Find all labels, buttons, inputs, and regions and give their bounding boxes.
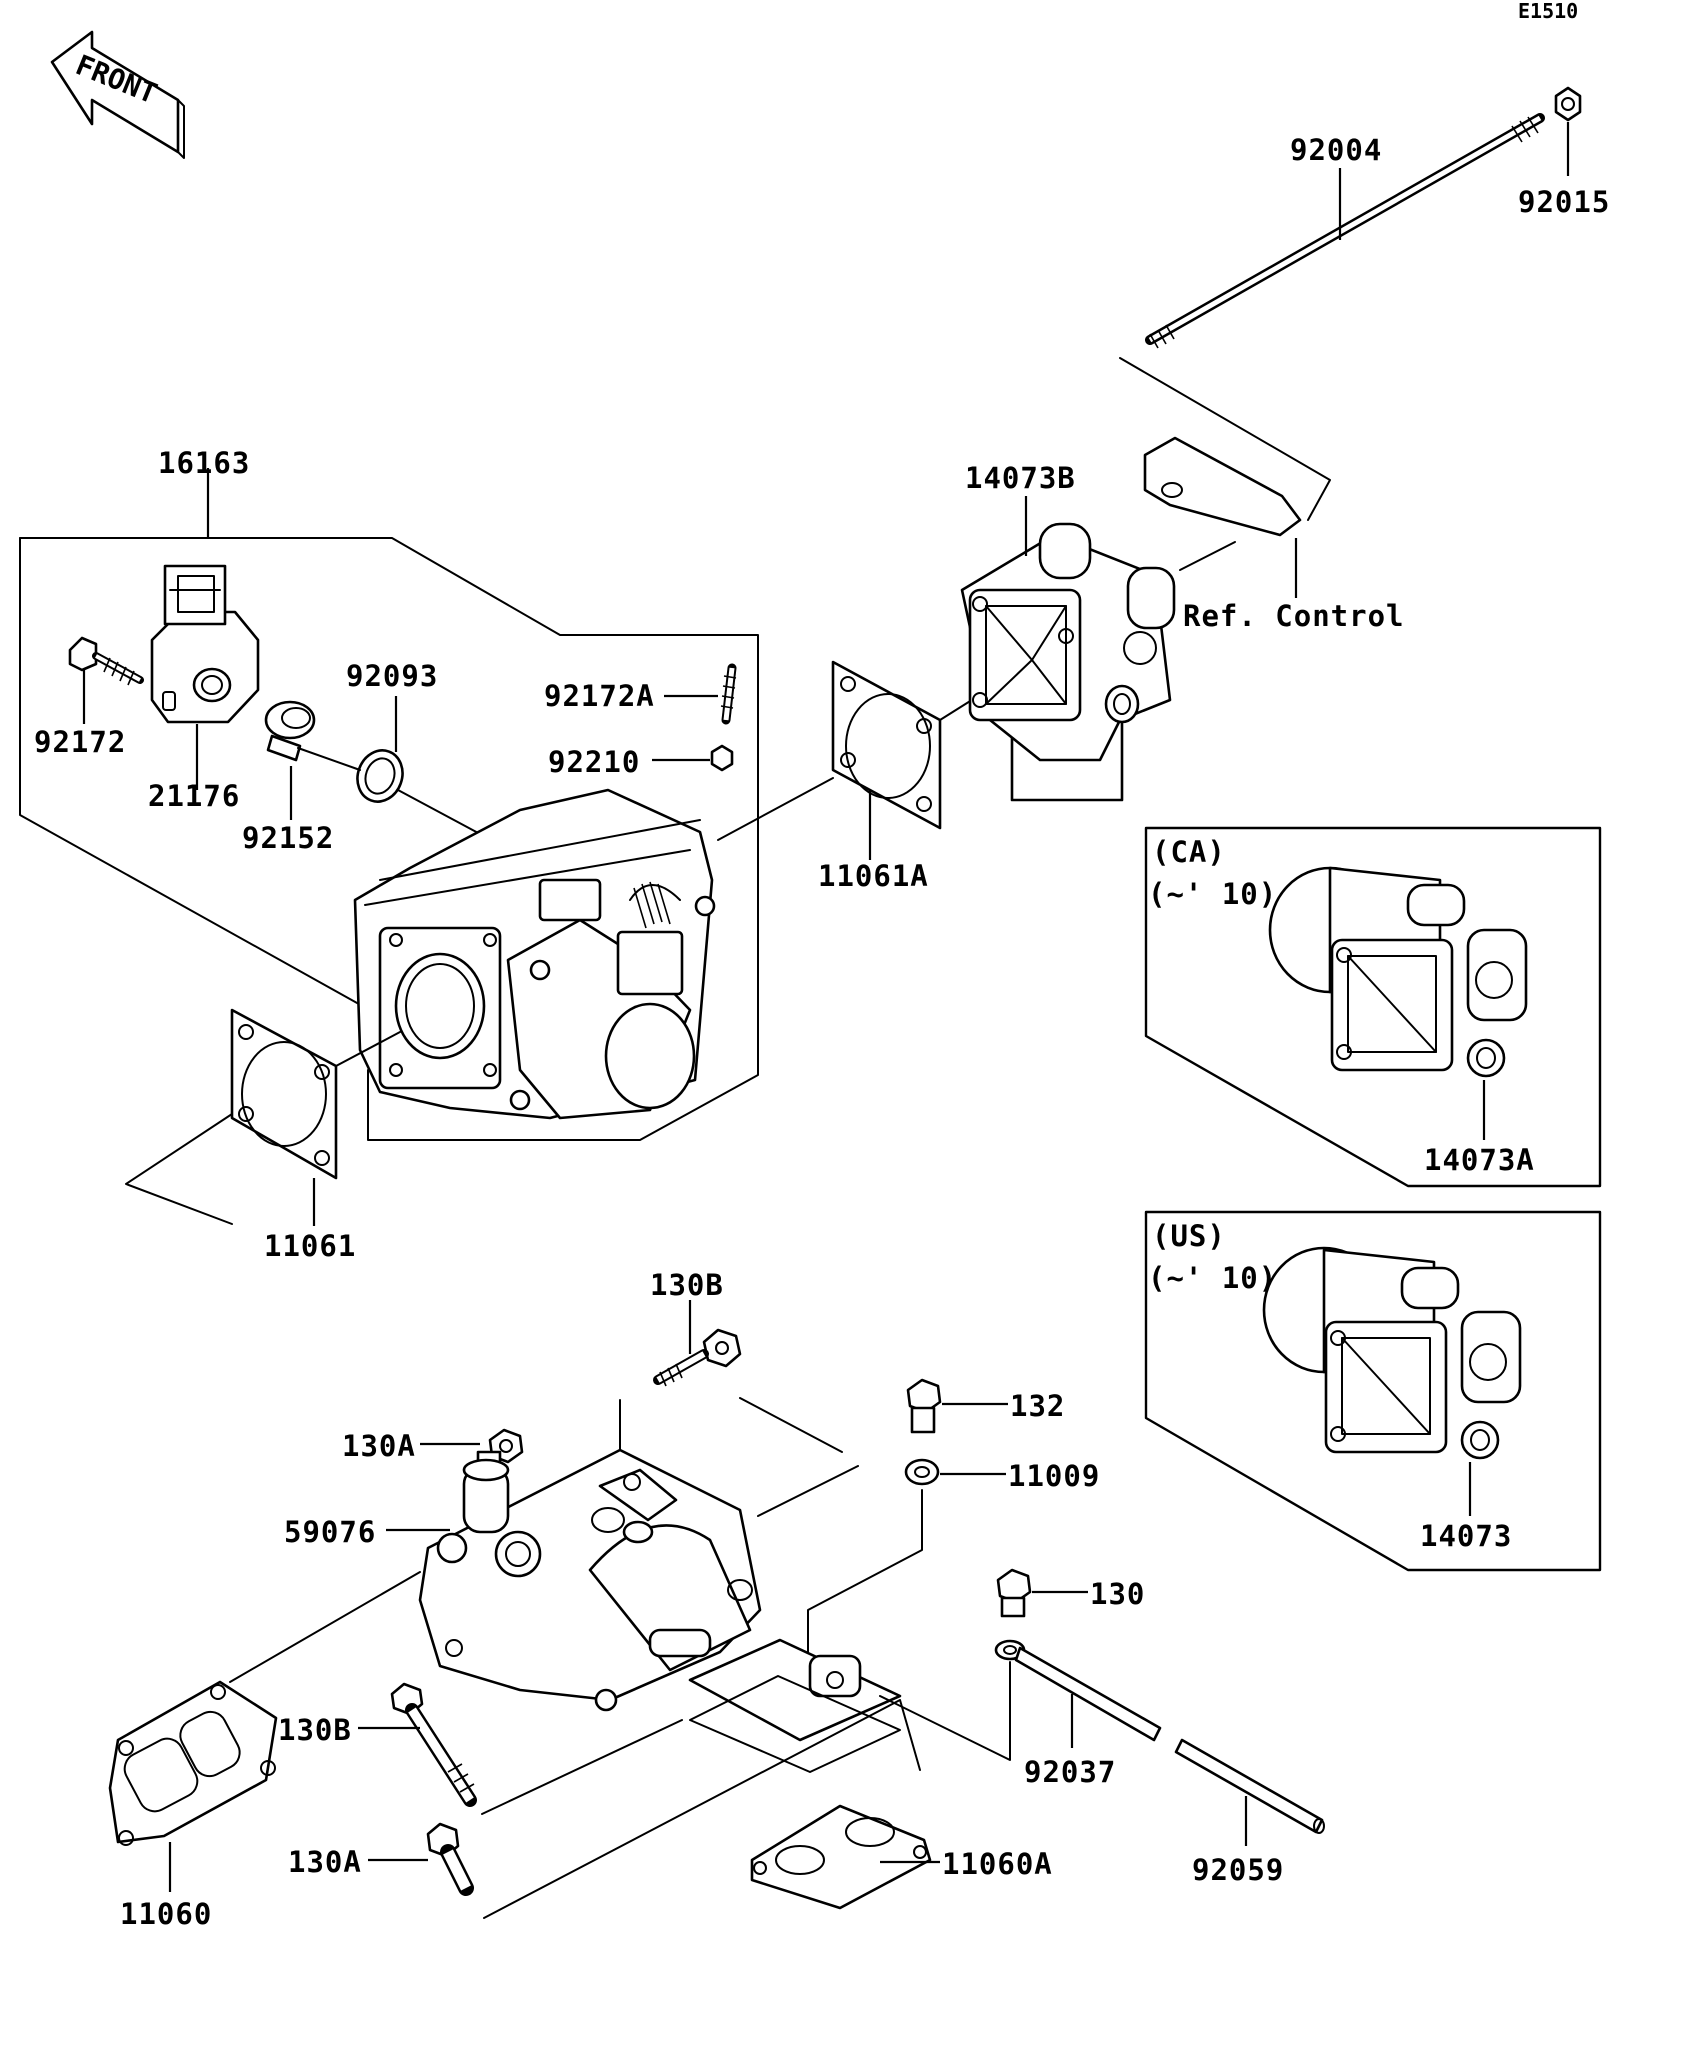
pin-92059: [1174, 1738, 1325, 1834]
bolt-92172: [68, 636, 144, 686]
gasket-11060a: [750, 1804, 932, 1910]
label-92172a: 92172A: [544, 679, 655, 713]
label-11060a: 11060A: [942, 1847, 1053, 1881]
o-ring-92093: [297, 747, 511, 851]
throttle-body: [353, 788, 716, 1120]
housing-14073a: [1268, 866, 1528, 1078]
diagram-code: E1510: [1518, 0, 1578, 23]
label-11061a: 11061A: [818, 859, 929, 893]
nut-92015: [1554, 86, 1582, 122]
label-16163: 16163: [158, 446, 250, 480]
inset-ca[interactable]: (CA) (~' 10) 14073A: [1144, 826, 1602, 1188]
label-132: 132: [1010, 1389, 1065, 1423]
label-14073: 14073: [1420, 1519, 1512, 1553]
clamp-92037: [879, 1639, 1162, 1761]
label-59076: 59076: [284, 1515, 376, 1549]
clip-92152: [264, 700, 316, 762]
label-92037: 92037: [1024, 1755, 1116, 1789]
label-92004: 92004: [1290, 133, 1382, 167]
label-92172: 92172: [34, 725, 126, 759]
washer-11009: [904, 1458, 940, 1486]
label-92210: 92210: [548, 745, 640, 779]
bolt-132: [906, 1378, 942, 1434]
bolt-130: [996, 1568, 1032, 1618]
inset-us-region: (US): [1152, 1219, 1226, 1253]
bolt-130b-bottom: [390, 1682, 683, 1815]
label-11061: 11061: [264, 1229, 356, 1263]
label-92152: 92152: [242, 821, 334, 855]
label-21176: 21176: [148, 779, 240, 813]
label-92015: 92015: [1518, 185, 1610, 219]
inset-us-years: (~' 10): [1148, 1261, 1277, 1295]
gasket-11060: [108, 1571, 421, 1846]
housing-14073: [1262, 1246, 1522, 1460]
control-bracket: [1119, 357, 1331, 598]
label-11009: 11009: [1008, 1459, 1100, 1493]
stud-92172a: [720, 663, 737, 725]
label-14073b: 14073B: [965, 461, 1076, 495]
label-11060: 11060: [120, 1897, 212, 1931]
ref-control-note: Ref. Control: [1183, 599, 1405, 633]
nut-92210: [710, 744, 734, 772]
gasket-11061: [125, 1008, 401, 1225]
housing-14073b: [960, 522, 1176, 802]
inset-ca-region: (CA): [1152, 835, 1226, 869]
label-130: 130: [1090, 1577, 1145, 1611]
label-130b-top: 130B: [650, 1268, 724, 1302]
label-92093: 92093: [346, 659, 438, 693]
inset-us[interactable]: (US) (~' 10) 14073: [1144, 1210, 1602, 1572]
label-14073a: 14073A: [1424, 1143, 1535, 1177]
gasket-11061a: [717, 660, 976, 841]
label-92059: 92059: [1192, 1853, 1284, 1887]
label-130a-top: 130A: [342, 1429, 416, 1463]
inset-ca-years: (~' 10): [1148, 877, 1277, 911]
bolt-130b-top: [653, 1328, 742, 1387]
front-arrow-icon: FRONT: [50, 30, 185, 159]
stud-92004: [1145, 113, 1545, 349]
label-130a-bottom: 130A: [288, 1845, 362, 1879]
label-130b-bottom: 130B: [278, 1713, 352, 1747]
throttle-position-sensor-21176: [150, 564, 260, 724]
bolt-130a-bottom: [426, 1699, 921, 1919]
bolt-130a-top: [476, 1428, 524, 1472]
intake-body-59076: [418, 1397, 902, 1773]
